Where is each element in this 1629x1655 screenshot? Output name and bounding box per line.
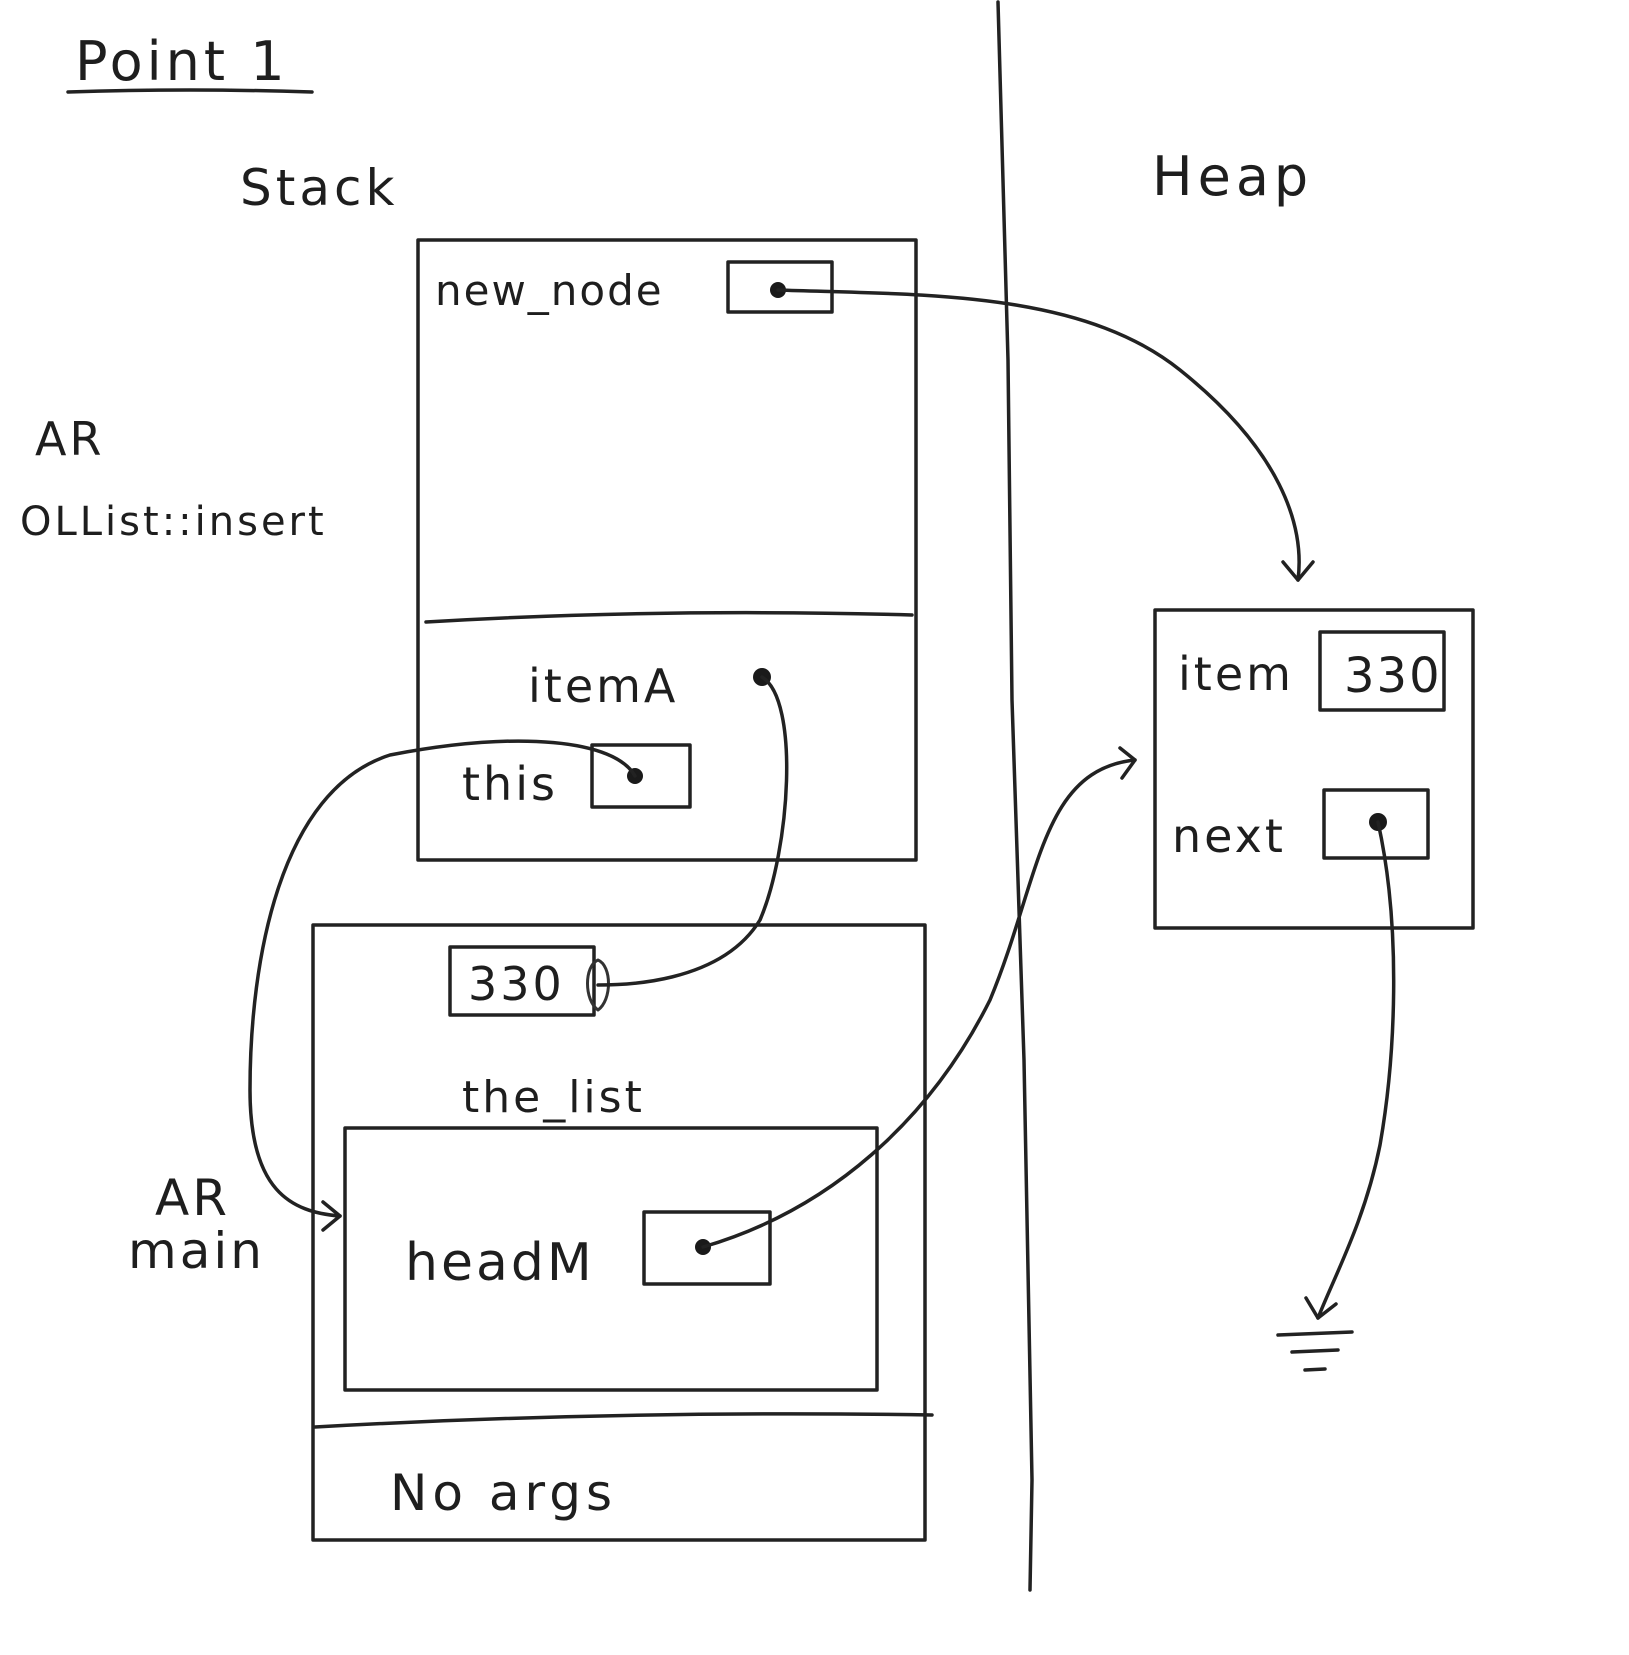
new-node-label: new_node xyxy=(435,266,664,315)
main-function-label: main xyxy=(128,1222,265,1280)
head-m-pointer-box xyxy=(642,1210,772,1286)
heap-node-box xyxy=(1153,608,1475,930)
arrow-head-m-to-heap xyxy=(701,758,1137,1249)
insert-function-label: OLList::insert xyxy=(20,499,327,545)
insert-ar-label: AR xyxy=(35,412,104,466)
stack-heading: Stack xyxy=(240,159,398,217)
heap-next-pointer-box xyxy=(1322,788,1430,860)
diagram-title: Point 1 xyxy=(75,30,289,93)
arrow-head-m-to-heap-head xyxy=(1118,746,1137,780)
literal-330-value: 330 xyxy=(468,957,565,1011)
heap-item-value: 330 xyxy=(1344,648,1442,704)
arrow-this-to-the-list xyxy=(248,739,637,1218)
main-frame-box xyxy=(311,923,927,1542)
arrow-new-node-to-heap-head xyxy=(1281,560,1315,582)
insert-frame-divider xyxy=(424,610,914,624)
arrow-this-to-the-list-head xyxy=(321,1200,342,1232)
literal-330-marker xyxy=(586,958,610,1012)
no-args-text: No args xyxy=(390,1464,617,1522)
heap-item-label: item xyxy=(1178,647,1294,701)
the-list-label: the_list xyxy=(462,1072,645,1123)
literal-330-box xyxy=(448,945,596,1017)
title-underline xyxy=(66,88,314,94)
this-label: this xyxy=(462,757,558,811)
arrow-item-a-to-330 xyxy=(596,675,789,987)
heap-item-value-box xyxy=(1318,630,1446,712)
arrow-new-node-to-heap xyxy=(776,288,1301,582)
arrow-next-to-null xyxy=(1316,820,1396,1320)
heap-next-label: next xyxy=(1172,809,1286,863)
null-ground-icon xyxy=(1276,1330,1354,1372)
head-m-label: headM xyxy=(405,1233,595,1293)
main-frame-divider xyxy=(313,1412,934,1429)
stack-heap-divider xyxy=(996,0,1034,1592)
this-pointer-box xyxy=(590,743,692,809)
item-a-label: itemA xyxy=(528,659,678,713)
heap-heading: Heap xyxy=(1152,145,1313,208)
the-list-object-box xyxy=(343,1126,879,1392)
arrow-next-to-null-head xyxy=(1304,1296,1338,1320)
insert-frame-box xyxy=(416,238,918,862)
main-ar-label: AR xyxy=(155,1169,230,1227)
new-node-pointer-box xyxy=(726,260,834,314)
